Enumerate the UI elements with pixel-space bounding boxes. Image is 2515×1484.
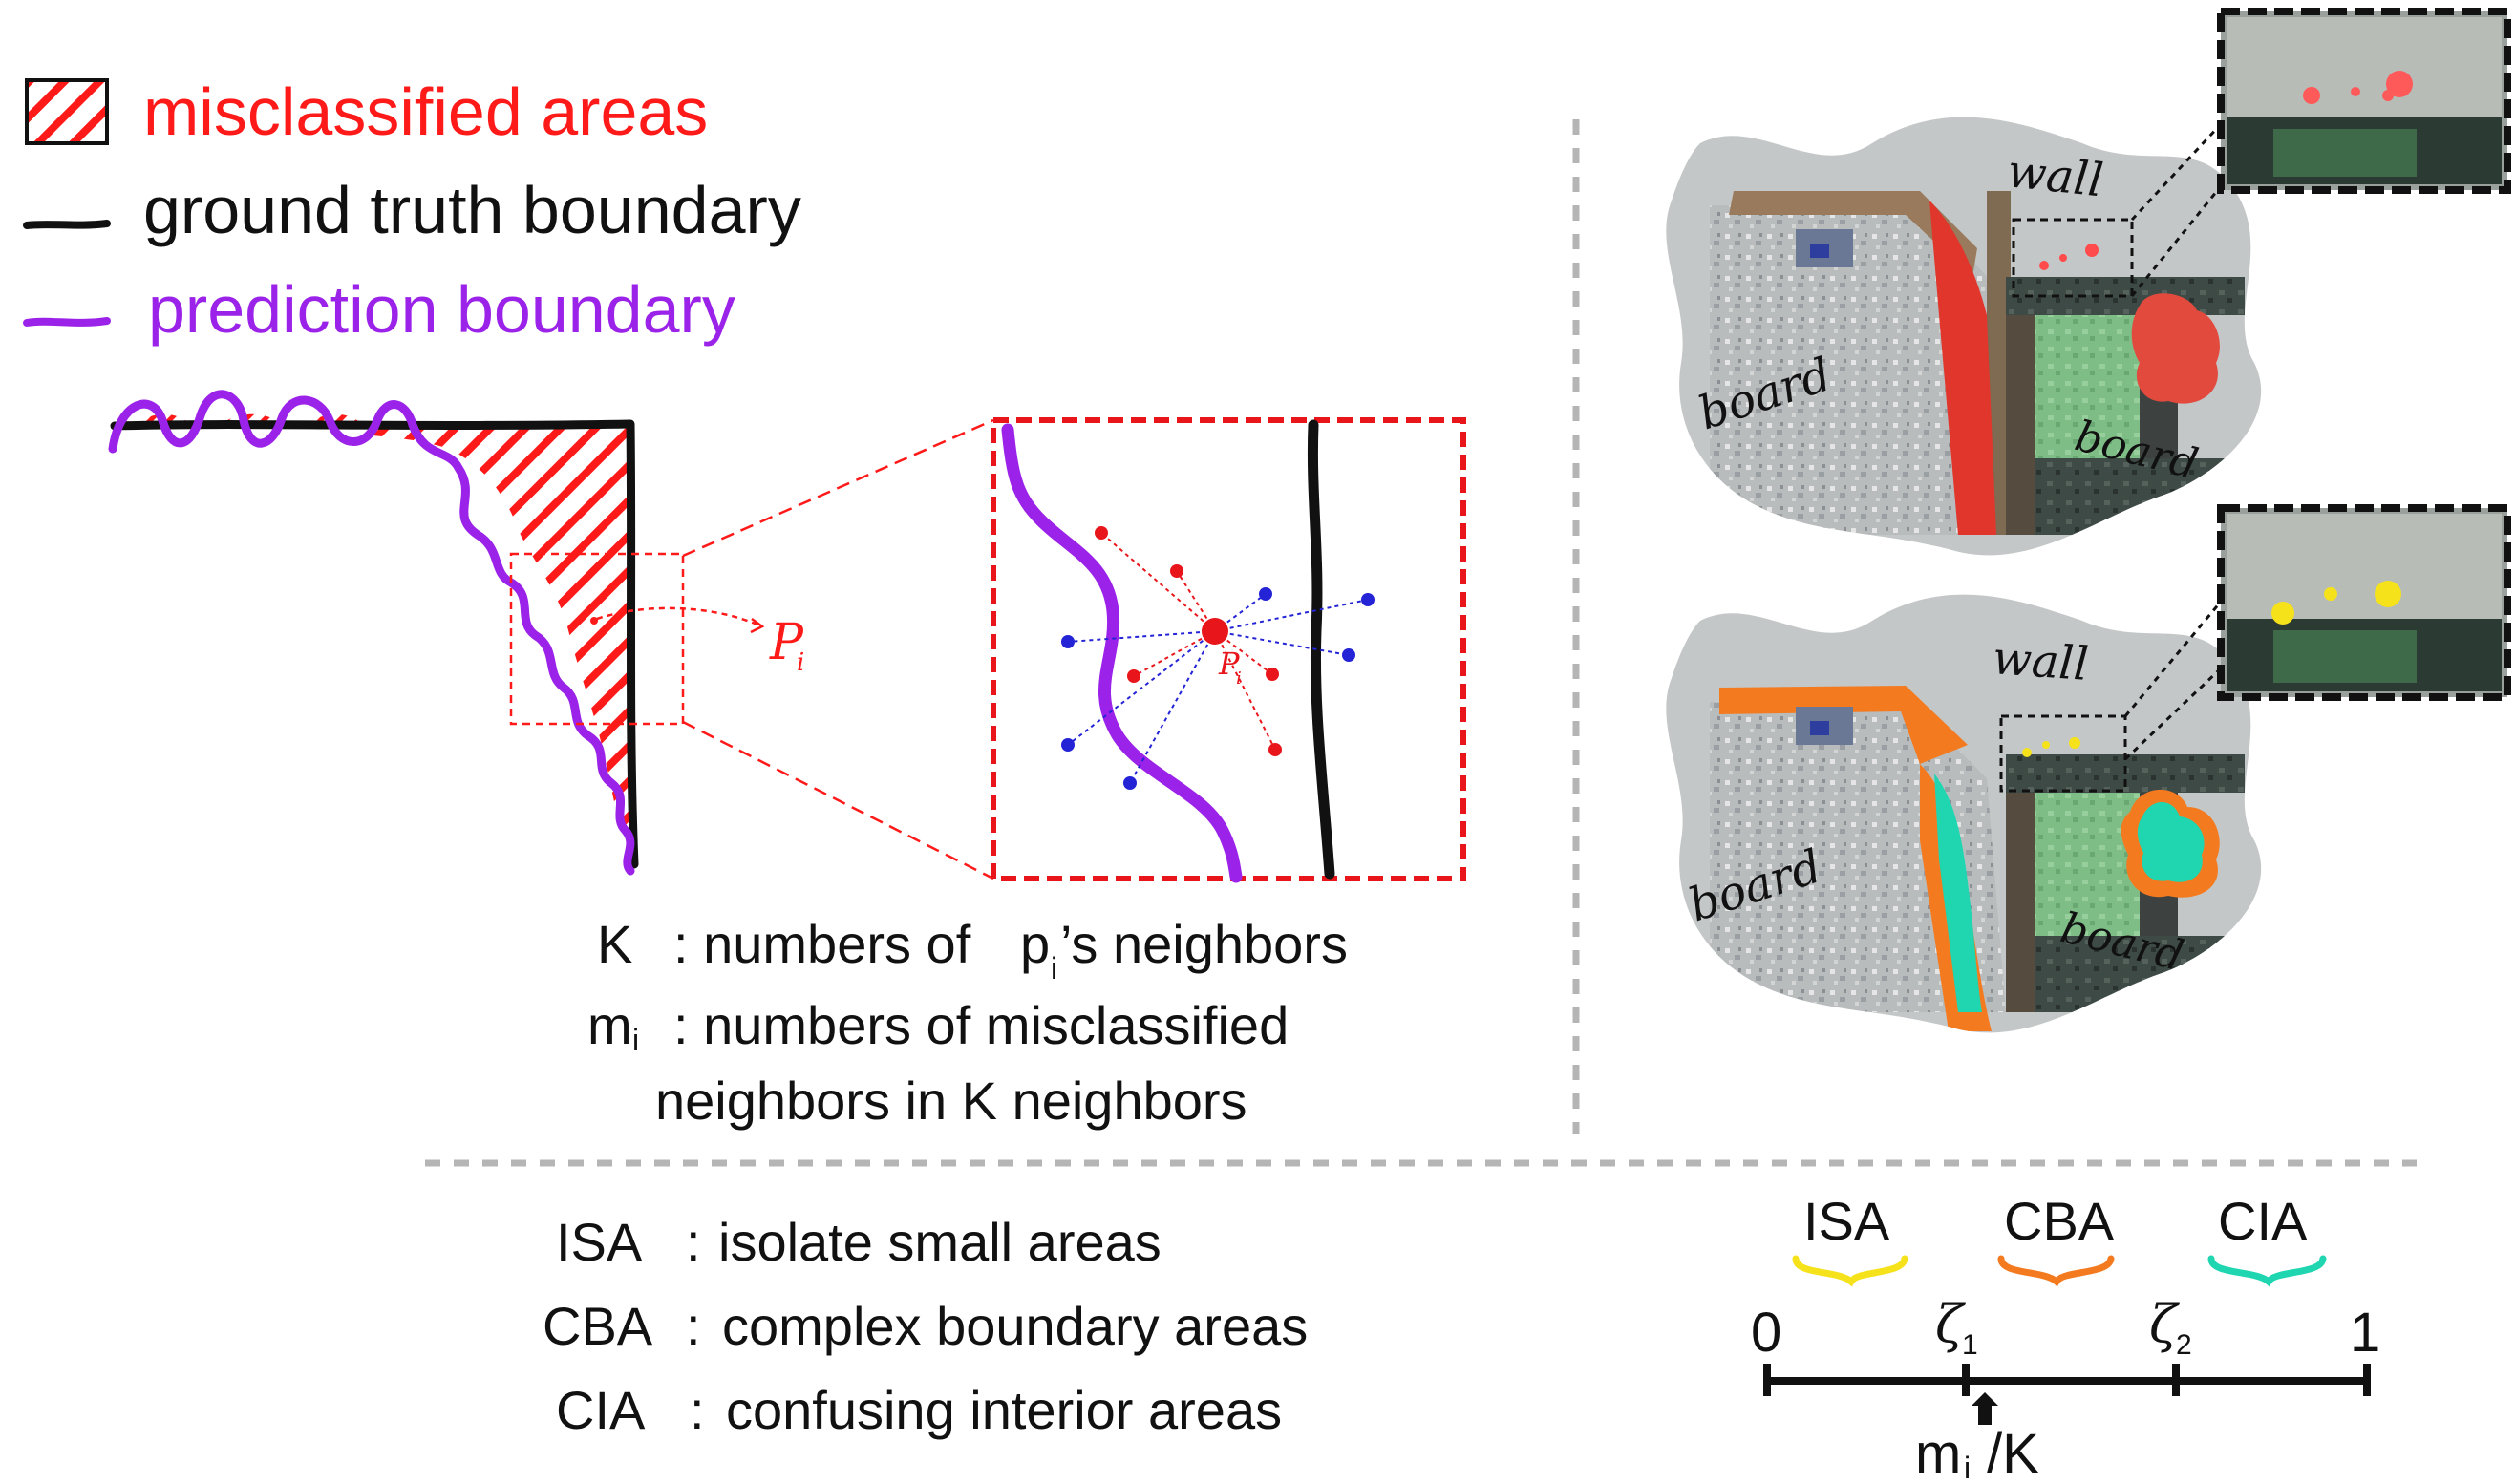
zoom-pi-label: P <box>1218 646 1240 682</box>
legend: misclassified areas ground truth boundar… <box>23 74 801 347</box>
zoom-box <box>991 417 1466 881</box>
m-sub: i <box>632 1023 639 1057</box>
k-term: K <box>597 914 632 974</box>
bottom-zoom-source <box>1999 714 2127 793</box>
k-text: : numbers of <box>673 914 971 974</box>
legend-misclassified: misclassified areas <box>143 74 708 149</box>
misclassified-area <box>363 425 630 859</box>
m-term: m <box>587 995 632 1055</box>
k-point-sub: i <box>1051 951 1057 986</box>
cia-desc: confusing interior areas <box>726 1380 1282 1440</box>
center-point-pi <box>1202 618 1228 645</box>
axis-label-tail: /K <box>1987 1423 2039 1484</box>
axis-start-label: 0 <box>1751 1302 1781 1364</box>
m-text: : numbers of misclassified <box>673 995 1289 1055</box>
zoom-prediction-line <box>1001 423 1243 883</box>
point-pi-arrowhead <box>750 617 765 634</box>
axis-end-label: 1 <box>2350 1302 2380 1364</box>
neighbor-rays <box>1067 532 1369 784</box>
zoom-source-box <box>509 552 685 726</box>
axis-label-m: m <box>1915 1423 1961 1484</box>
zoom-connector-bottom <box>682 720 994 880</box>
inset-top <box>2217 8 2511 194</box>
zoom-pi-subscript: i <box>1236 668 1242 689</box>
cba-brace <box>1997 1255 2115 1287</box>
legend-prediction: prediction boundary <box>148 272 735 347</box>
axis-label-sub: i <box>1964 1451 1971 1484</box>
point-pi-label: P <box>769 614 804 671</box>
axis-cba-label: CBA <box>2004 1191 2115 1251</box>
cia-sep: : <box>690 1380 705 1440</box>
cba-desc: complex boundary areas <box>722 1296 1308 1356</box>
axis-cia-label: CIA <box>2218 1191 2308 1251</box>
zeta2-symbol: ζ <box>2149 1294 2180 1354</box>
misclassified-swatch <box>25 78 109 145</box>
prediction-swatch <box>23 317 111 327</box>
neighbor-points <box>1061 526 1375 790</box>
zeta1-subscript: 1 <box>1962 1329 1978 1361</box>
neighbor-definitions: K : numbers of p i ’s neighbors m i : nu… <box>587 914 1348 1131</box>
axis-isa-label: ISA <box>1803 1191 1890 1251</box>
zoomed-neighborhood: P i <box>991 417 1466 883</box>
inset-bottom <box>2217 504 2511 701</box>
position-arrow <box>1972 1392 1998 1425</box>
top-zoom-source <box>2012 218 2134 298</box>
m-text2: neighbors in K neighbors <box>655 1071 1247 1131</box>
cba-sep: : <box>686 1296 701 1356</box>
isa-sep: : <box>686 1212 701 1272</box>
zoom-ground-truth-line <box>1307 419 1335 880</box>
area-type-definitions: ISA : isolate small areas CBA : complex … <box>543 1212 1308 1440</box>
cia-brace <box>2207 1255 2327 1287</box>
cba-abbr: CBA <box>543 1296 653 1356</box>
isa-brace <box>1792 1255 1908 1287</box>
prediction-line <box>108 390 635 876</box>
top-wall-label: wall <box>2005 144 2106 207</box>
k-tail: ’s neighbors <box>1060 914 1348 974</box>
k-point: p <box>1020 914 1050 974</box>
boundary-sketch: P i <box>108 390 994 880</box>
zoom-connector-top <box>682 418 994 558</box>
cia-abbr: CIA <box>556 1380 646 1440</box>
point-pi-subscript: i <box>797 648 804 677</box>
pointcloud-panel-top: wall board board <box>1666 117 2262 556</box>
bottom-wall-label: wall <box>1991 631 2090 691</box>
zeta1-symbol: ζ <box>1935 1294 1966 1354</box>
pointcloud-panel-bottom: wall board board <box>1666 594 2262 1033</box>
zeta2-subscript: 2 <box>2176 1329 2192 1361</box>
point-pi-arrow <box>596 606 760 627</box>
point-pi-dot <box>590 617 598 625</box>
ground-truth-swatch <box>23 220 111 229</box>
isa-desc: isolate small areas <box>718 1212 1162 1272</box>
threshold-axis: ISA CBA CIA 0 1 ζ 1 ζ 2 m i /K <box>1751 1191 2380 1484</box>
legend-ground-truth: ground truth boundary <box>143 173 801 247</box>
misclassified-bumps <box>134 413 363 425</box>
isa-abbr: ISA <box>556 1212 643 1272</box>
